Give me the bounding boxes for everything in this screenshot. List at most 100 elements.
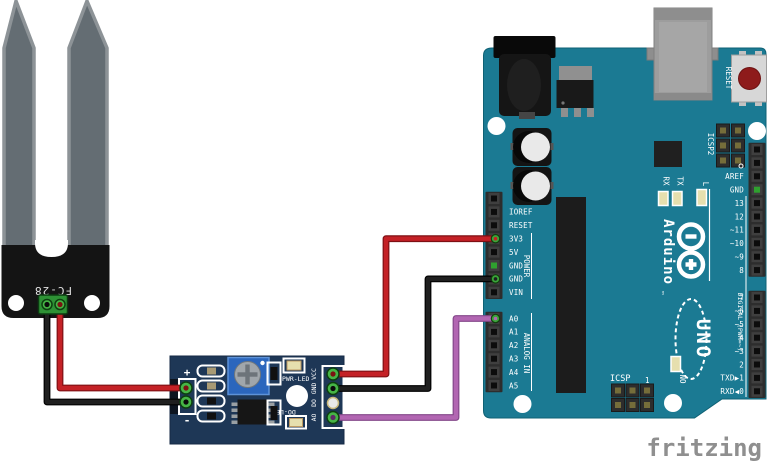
icsp-pin-hole (644, 402, 650, 408)
pin-hole (491, 249, 497, 256)
pin-center (330, 414, 336, 421)
icsp-pin-hole (644, 387, 650, 394)
terminal-outline (178, 378, 197, 415)
icsp-pin-hole (629, 387, 636, 394)
do-led (289, 418, 303, 427)
resistor (196, 379, 226, 393)
pin-center (183, 385, 189, 391)
module-pin-label: AO (310, 414, 318, 422)
icsp-pin-hole (615, 387, 621, 394)
smd-bracket-bottom (266, 399, 282, 426)
pin-hole (754, 334, 760, 341)
pin-do-unconnected[interactable] (326, 396, 340, 410)
pin-center (57, 301, 63, 308)
arduino-uno-board[interactable]: RESET ICSP 2 RX TX L Arduino (483, 7, 767, 419)
pin-label: GND (509, 275, 523, 284)
pin-label: ~6 (735, 307, 745, 316)
wire-probe-minus-black[interactable] (44, 304, 187, 405)
mount-hole-4 (664, 394, 682, 412)
pin-center (44, 301, 50, 308)
icsp-pin1-label: 1 (645, 376, 650, 385)
wires[interactable] (43, 235, 500, 421)
icsp2-header[interactable] (716, 123, 745, 168)
pin-hole (754, 173, 760, 180)
wire-endpoint-center (493, 316, 498, 321)
wire-outline-vcc-to-3v3-red (331, 235, 500, 378)
pin-hole (491, 355, 497, 362)
icsp-header[interactable] (611, 383, 654, 412)
pwr-led-label: PWR-LED (282, 375, 309, 383)
pin1-marker-icon (738, 163, 744, 169)
pin-hole (491, 222, 497, 229)
pin-label: RESET (509, 221, 533, 230)
arduino-pcb (483, 47, 767, 419)
pin-hole (754, 200, 760, 207)
pin-hole (754, 388, 760, 395)
pin-label: A5 (509, 381, 518, 390)
pin-label: RXD◀0 (720, 387, 744, 396)
pin-hole (491, 342, 497, 349)
reset-button[interactable] (731, 51, 767, 106)
resistor-column (196, 364, 226, 423)
wire-outline-ao-to-a0-purple (331, 315, 500, 421)
pin-label: A4 (509, 368, 519, 377)
probe-base-notch (35, 240, 68, 257)
pwr-led-bracket (282, 357, 306, 374)
pin-strip (748, 290, 766, 398)
icsp-pin-hole (615, 402, 621, 408)
pin-hole (754, 253, 760, 260)
pin-hole (754, 361, 760, 368)
pin-hole (754, 159, 760, 166)
wire-vcc-to-3v3-red[interactable] (332, 236, 499, 377)
l-led (696, 188, 708, 207)
connection-points (37, 233, 501, 425)
pin-strip (485, 191, 503, 299)
voltage-regulator (556, 66, 594, 117)
module-pin-label: GND (310, 383, 318, 395)
power-section-label: POWER (522, 255, 531, 278)
wire-outline-probe-plus-red (56, 303, 188, 392)
pin-label: ~10 (730, 239, 744, 248)
wire-probe-plus-red[interactable] (57, 304, 187, 391)
fritzing-watermark: fritzing (646, 434, 762, 462)
module-pin-label: DO (310, 399, 318, 407)
icsp-pin-hole (629, 402, 636, 408)
mcu-chip (556, 197, 586, 393)
pin-label: ~5 (735, 320, 744, 329)
pin-label: VIN (509, 288, 523, 297)
probe-prong-left (2, 0, 36, 252)
brand-label: Arduino (660, 219, 676, 285)
screw-slot-v (245, 364, 250, 385)
smd-bottom (270, 406, 278, 420)
icsp-pin-hole (735, 127, 741, 134)
pin-label: 8 (739, 266, 744, 275)
pin-center (330, 371, 336, 377)
pin-label: 2 (739, 360, 744, 369)
probe-base (1, 245, 110, 318)
smd-top (270, 367, 278, 380)
wire-gnd-to-gnd-black[interactable] (332, 276, 499, 391)
pin-label: IOREF (509, 208, 533, 217)
moisture-probe-fc28[interactable]: FC-28 (1, 0, 110, 318)
probe-hole-right (84, 295, 100, 311)
smd-bracket-top (266, 361, 282, 386)
rx-label: RX (662, 176, 671, 186)
l-led-label: L (701, 182, 710, 187)
wire-endpoint-center (493, 236, 498, 241)
do-led-label: DO-LED (272, 408, 296, 416)
tx-label: TX (676, 176, 685, 186)
mount-hole-3 (513, 395, 532, 413)
pin-hole (754, 307, 760, 314)
wire-ao-to-a0-purple[interactable] (332, 316, 499, 420)
arduino-logo-icon (676, 222, 706, 279)
pin-hole (754, 226, 760, 233)
pin-label: 13 (735, 199, 744, 208)
icsp-label: ICSP (610, 374, 630, 384)
pin-label: 12 (735, 212, 744, 221)
